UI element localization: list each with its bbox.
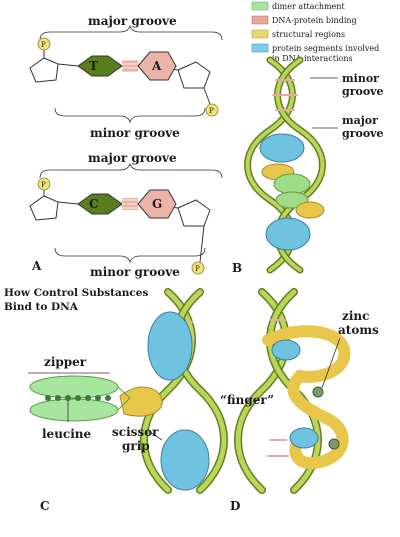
leucine-zipper xyxy=(29,375,131,422)
leucine-label: leucine xyxy=(42,427,92,441)
phosphate-2b xyxy=(191,261,205,275)
legend-item-dimer: dimer attachment xyxy=(251,1,345,11)
panel-d: zinc atoms “finger” D xyxy=(220,288,379,513)
svg-text:P: P xyxy=(41,41,46,49)
minor-groove-label-b: minor xyxy=(342,72,379,85)
atoms-label: atoms xyxy=(338,323,379,337)
protein-blue-d1 xyxy=(271,339,301,361)
svg-text:groove: groove xyxy=(342,85,384,98)
panel-c-letter: C xyxy=(40,499,50,513)
zipper-label: zipper xyxy=(44,355,87,369)
figure-title: How Control Substances Bind to DNA xyxy=(4,287,148,313)
structural-region-c xyxy=(119,386,163,417)
cytosine-letter: C xyxy=(89,197,99,211)
cytosine-base xyxy=(77,193,123,215)
svg-text:groove: groove xyxy=(342,127,384,140)
zinc-atom-2 xyxy=(328,438,340,450)
phosphate-1b xyxy=(205,103,219,117)
legend: dimer attachment DNA-protein binding str… xyxy=(251,1,379,63)
panel-d-letter: D xyxy=(230,499,240,513)
title-line-1: How Control Substances xyxy=(4,287,148,299)
major-groove-label-2: major groove xyxy=(88,151,177,165)
thymine-base xyxy=(77,55,123,77)
legend-label-dimer: dimer attachment xyxy=(272,2,345,11)
protein-blue-d2 xyxy=(289,427,319,449)
hydrogen-bond-1 xyxy=(122,60,138,72)
svg-text:P: P xyxy=(209,107,214,115)
panel-a-letter: A xyxy=(31,259,42,273)
sugar-ring-right-1 xyxy=(177,61,211,89)
panel-b-letter: B xyxy=(232,261,242,275)
panel-b: minor groove major groove B xyxy=(232,56,384,275)
svg-text:P: P xyxy=(195,265,200,273)
hydrogen-bond-2 xyxy=(122,198,138,210)
guanine-letter: G xyxy=(152,197,162,211)
legend-label-binding: DNA-protein binding xyxy=(272,16,357,25)
zinc-label: zinc xyxy=(342,309,369,323)
legend-item-protein: protein segments involved in DNA interac… xyxy=(251,43,379,63)
protein-blue-b2 xyxy=(265,217,311,251)
finger-label: “finger” xyxy=(220,393,274,407)
phosphate-1a xyxy=(37,37,51,51)
adenine-base xyxy=(137,51,177,81)
svg-text:P: P xyxy=(41,181,46,189)
protein-green-b1 xyxy=(273,173,311,195)
grip-label: grip xyxy=(122,439,150,453)
sugar-ring-left-1 xyxy=(29,57,59,83)
major-groove-label-1: major groove xyxy=(88,14,177,28)
title-line-2: Bind to DNA xyxy=(4,301,79,313)
legend-label-structural: structural regions xyxy=(272,30,345,39)
leucine-residues xyxy=(45,395,111,401)
panel-c: zipper leucine scissor grip C xyxy=(28,288,228,513)
major-groove-brace-1 xyxy=(39,24,223,41)
protein-blue-b1 xyxy=(259,133,305,163)
minor-groove-label-1: minor groove xyxy=(90,126,180,140)
major-groove-label-b: major xyxy=(342,114,378,127)
phosphate-2a xyxy=(37,177,51,191)
guanine-base xyxy=(137,189,177,219)
thymine-letter: T xyxy=(89,59,98,73)
minor-groove-label-2: minor groove xyxy=(90,265,180,279)
legend-item-structural: structural regions xyxy=(251,29,345,39)
scissor-label: scissor xyxy=(112,425,159,439)
legend-item-binding: DNA-protein binding xyxy=(251,15,357,25)
legend-label-protein-2: in DNA interactions xyxy=(272,54,353,63)
legend-label-protein: protein segments involved xyxy=(272,44,379,53)
panel-a: major groove minor groove P P T A major … xyxy=(29,14,223,279)
zinc-atom-1 xyxy=(312,386,324,398)
protein-blue-c1 xyxy=(147,311,193,381)
protein-blue-c2 xyxy=(160,429,210,491)
protein-yellow-b2 xyxy=(295,201,325,219)
minor-groove-brace-1 xyxy=(54,107,206,124)
adenine-letter: A xyxy=(151,59,162,73)
